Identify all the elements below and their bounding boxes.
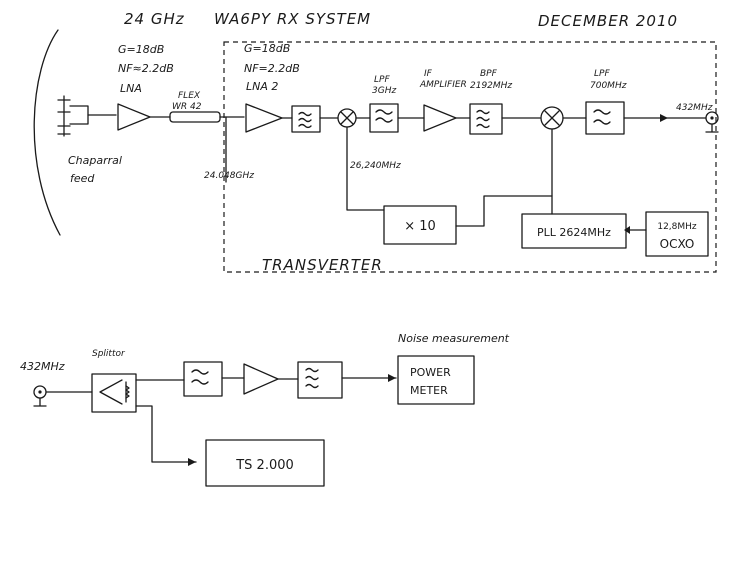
lpf1-label-1: LPF — [374, 75, 390, 85]
wire-splitter-ts — [135, 405, 197, 463]
header-title: WA6PY RX SYSTEM — [214, 10, 371, 28]
dish-reflector — [33, 29, 61, 236]
output-connector-icon — [705, 111, 719, 133]
input-filter-icon — [291, 105, 321, 133]
lna-name: LNA — [120, 82, 142, 95]
power-meter-label-2: METER — [410, 384, 448, 397]
lpf2-icon — [585, 101, 625, 135]
ifamp-label-1: IF — [424, 69, 433, 79]
lpf1-label-2: 3GHz — [372, 86, 396, 96]
bottom-filter2-icon — [297, 361, 343, 399]
bpf-icon — [469, 103, 503, 135]
meter-arrow-icon — [388, 374, 396, 382]
lna2-nf: NF=2.2dB — [244, 62, 300, 75]
lna-amplifier-icon — [117, 103, 151, 131]
bottom-input-connector-icon — [33, 385, 47, 407]
multiplier-label: × 10 — [404, 219, 436, 234]
noise-measurement-label: Noise measurement — [398, 332, 510, 345]
flex-label-1: FLEX — [178, 91, 201, 101]
lpf2-label-1: LPF — [594, 69, 610, 79]
output-arrow-icon — [660, 114, 668, 122]
transverter-boundary — [223, 41, 717, 273]
ts2000-box — [205, 439, 325, 487]
header-date: DECEMBER 2010 — [538, 12, 678, 30]
output-frequency: 432MHz — [676, 103, 713, 113]
splitter-label: Splittor — [92, 349, 126, 359]
header-frequency: 24 GHz — [124, 10, 185, 28]
input-frequency: 24.048GHz — [204, 171, 254, 181]
transverter-label: TRANSVERTER — [262, 256, 383, 274]
mixer1-icon — [337, 108, 357, 128]
multiplier-box — [383, 205, 457, 245]
bpf-label-2: 2192MHz — [470, 81, 512, 91]
lo1-frequency: 26,240MHz — [350, 161, 401, 171]
splitter-icon — [91, 373, 137, 413]
lna2-amplifier-icon — [245, 103, 283, 133]
bpf-label-1: BPF — [480, 69, 498, 79]
mixer2-icon — [540, 106, 564, 130]
wire-pll-mixer2 — [455, 128, 553, 227]
ts2000-label: TS 2.000 — [235, 458, 294, 473]
lna2-name: LNA 2 — [246, 80, 278, 93]
ocxo-arrow-icon — [624, 226, 630, 234]
bottom-filter1-icon — [183, 361, 223, 397]
lna2-gain: G=18dB — [244, 42, 290, 55]
ifamp-label-2: AMPLIFIER — [419, 80, 467, 90]
feed-label-2: feed — [70, 172, 95, 185]
chaparral-feed-icon — [57, 95, 117, 137]
ocxo-box — [645, 211, 709, 257]
wire-mixer1-lo — [346, 126, 385, 211]
if-amplifier-icon — [423, 104, 457, 132]
pll-label: PLL 2624MHz — [537, 226, 611, 239]
bottom-input-frequency: 432MHz — [20, 360, 65, 373]
power-meter-label-1: POWER — [410, 366, 451, 379]
ts-arrow-icon — [188, 458, 196, 466]
lna-gain: G=18dB — [118, 43, 164, 56]
flex-waveguide — [169, 111, 221, 123]
ocxo-label: OCXO — [660, 237, 695, 251]
lna-nf: NF≈2.2dB — [118, 62, 174, 75]
feed-label-1: Chaparral — [68, 154, 122, 167]
lpf1-icon — [369, 103, 399, 133]
bottom-amplifier-icon — [243, 363, 279, 395]
lpf2-label-2: 700MHz — [590, 81, 627, 91]
power-meter-box — [397, 355, 475, 405]
ocxo-frequency: 12,8MHz — [657, 222, 697, 232]
flex-label-2: WR 42 — [172, 102, 202, 112]
